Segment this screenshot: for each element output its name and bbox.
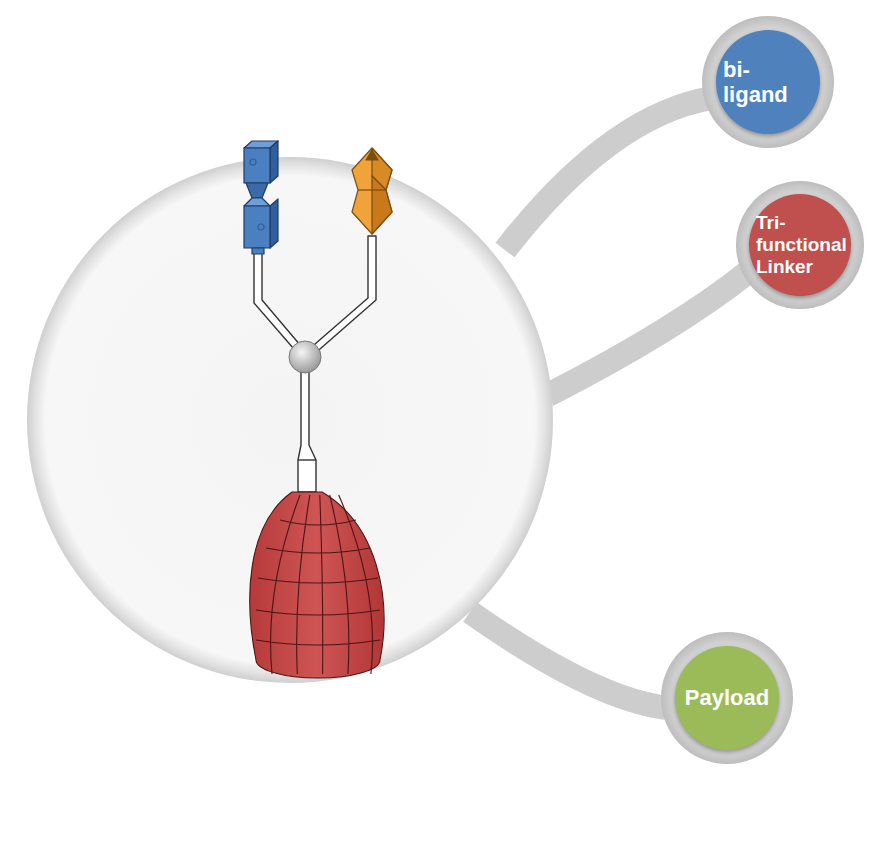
linker-hub <box>289 341 321 373</box>
satellite-ring <box>736 181 864 309</box>
node-label: bi-ligand <box>723 57 813 108</box>
node-label: Payload <box>685 685 769 710</box>
connector-band <box>470 612 668 708</box>
connector-band <box>505 98 712 250</box>
main-circle <box>27 157 553 683</box>
payload-egg <box>250 492 384 678</box>
linker-node: Tri- functional Linker <box>749 194 851 296</box>
ligand-orange <box>352 148 392 234</box>
ligand-blue <box>244 141 278 254</box>
satellite-ring <box>661 632 793 764</box>
linker-stem <box>254 236 376 492</box>
satellite-ring <box>702 16 834 148</box>
ligand-node: bi-ligand <box>716 30 820 134</box>
node-label: Tri- functional Linker <box>756 212 844 278</box>
payload-node: Payload <box>675 646 779 750</box>
connector-band <box>548 272 748 395</box>
